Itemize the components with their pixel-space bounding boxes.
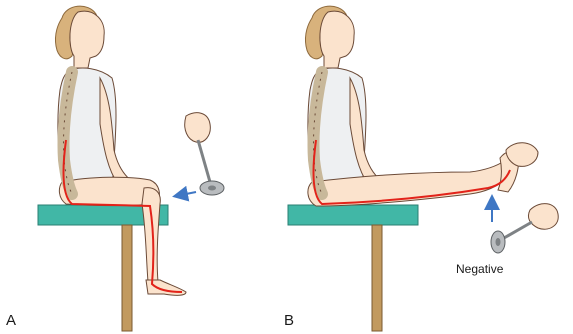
panel-b: [288, 6, 558, 331]
reflex-hammer-icon: [198, 140, 224, 195]
head-b: [320, 11, 354, 68]
panel-label-a: A: [6, 312, 16, 329]
lower-leg-a: [142, 188, 160, 282]
panel-a: [38, 6, 224, 331]
head-a: [70, 11, 104, 68]
table-leg-b: [372, 225, 382, 331]
result-label-negative: Negative: [456, 262, 503, 276]
panel-label-b: B: [284, 312, 294, 329]
examiner-hand-a: [185, 113, 211, 143]
arrow-icon: [176, 192, 196, 196]
examiner-hand-b: [528, 204, 558, 230]
reflex-hammer-icon: [491, 222, 532, 253]
table-leg-a: [122, 225, 132, 331]
table-top-b: [288, 205, 418, 225]
